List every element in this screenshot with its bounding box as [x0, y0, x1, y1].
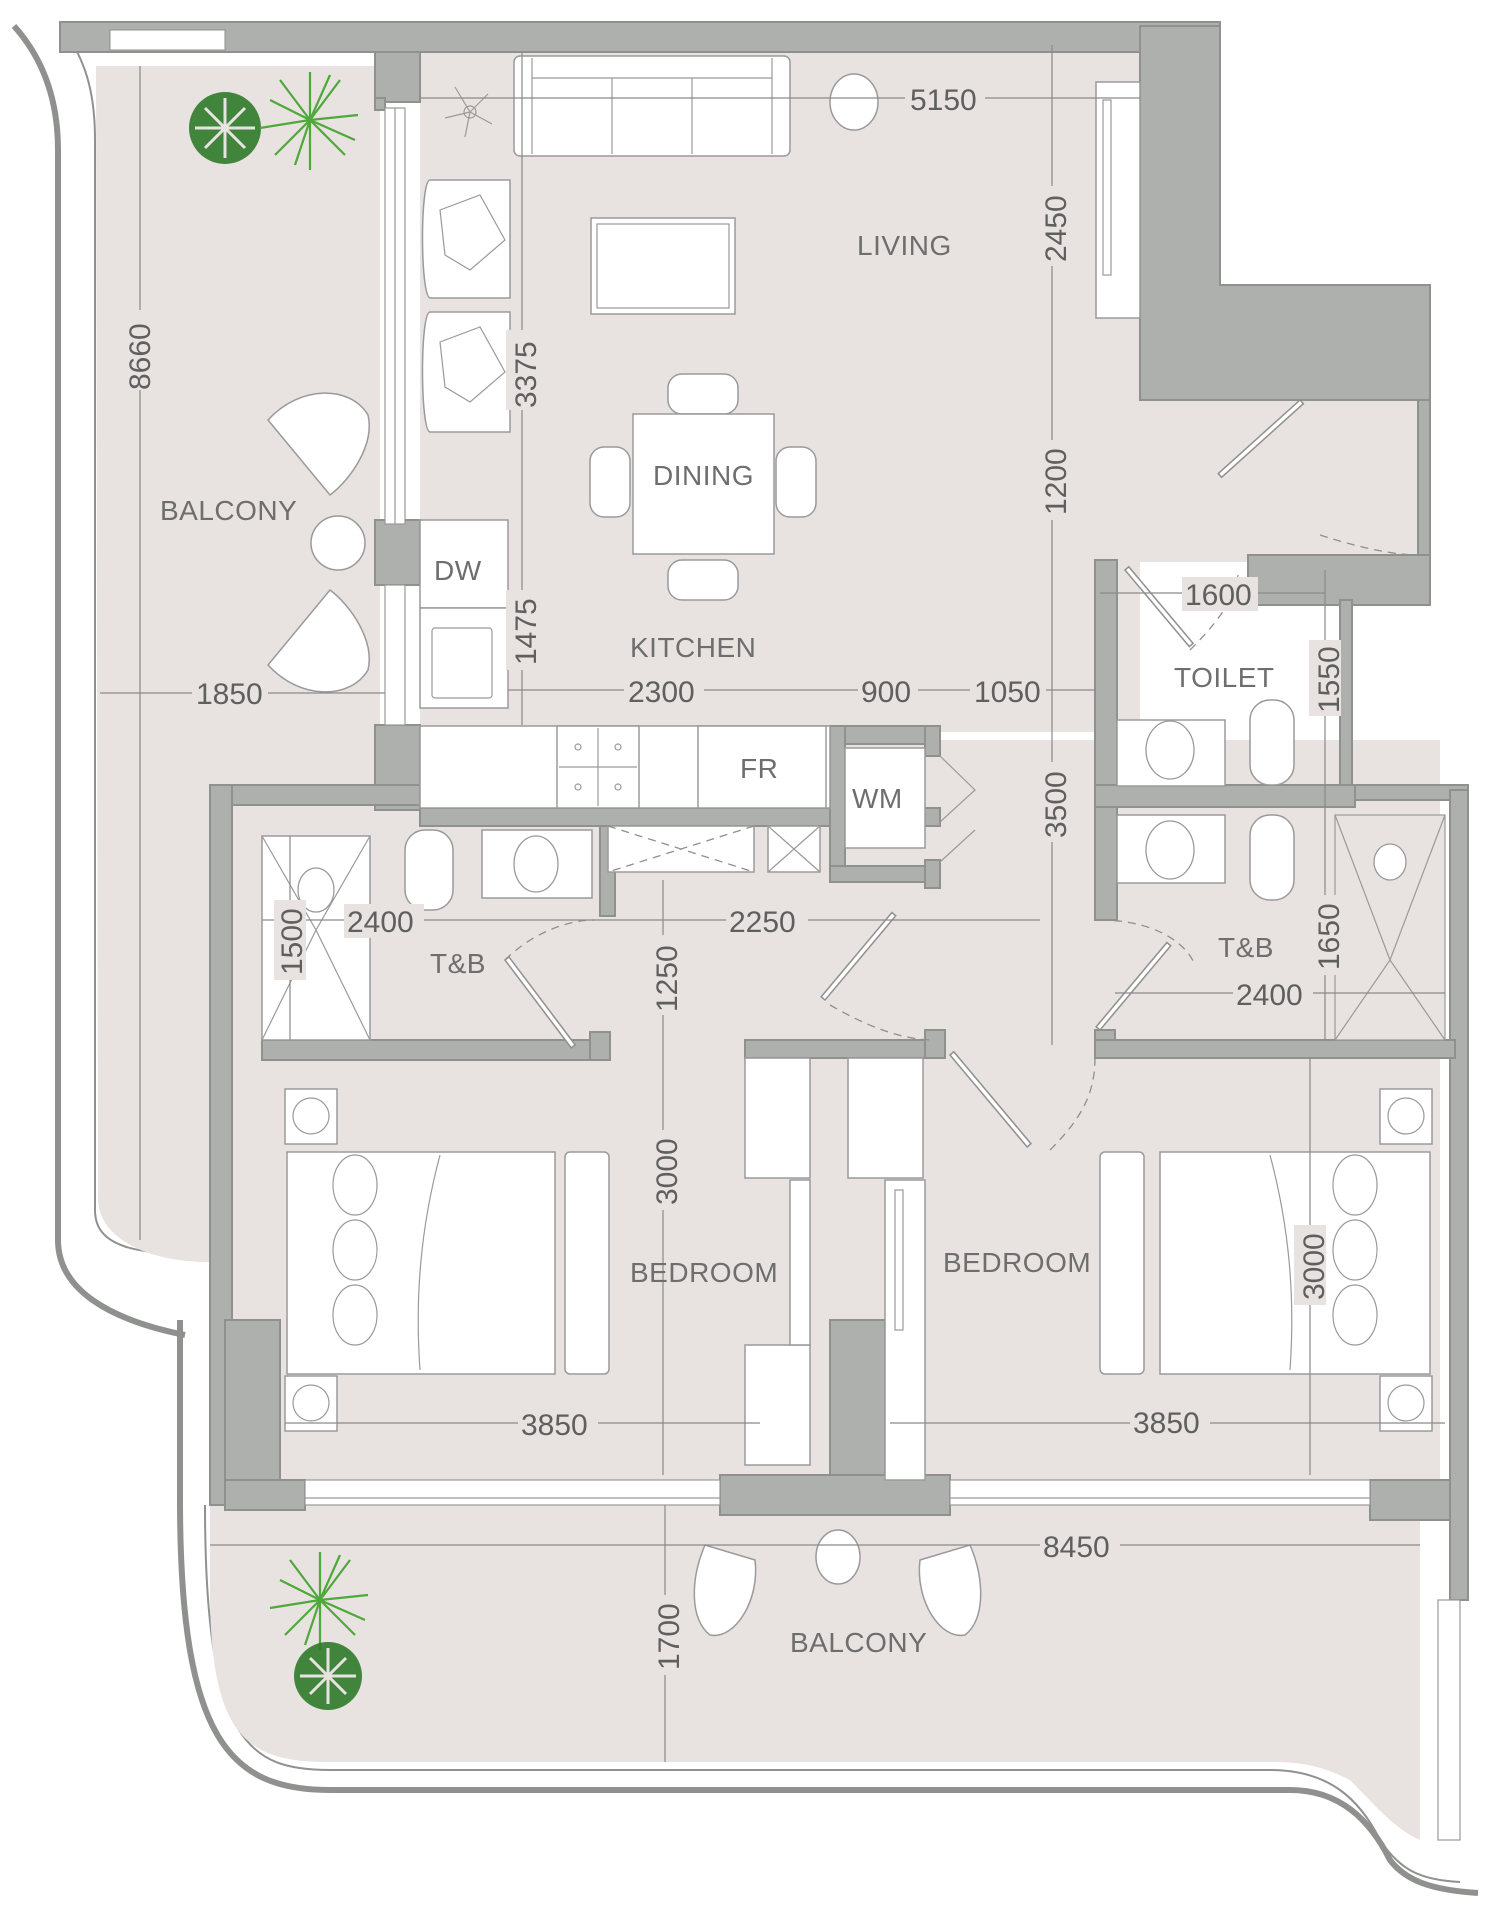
kitchen-sink: [419, 607, 509, 709]
tb-right-door: [1095, 941, 1172, 1032]
room-label-dining: DINING: [653, 460, 754, 491]
dining-chair: [667, 559, 739, 601]
armchair: [421, 179, 511, 299]
dim-living-width: 5150: [910, 84, 977, 117]
dim-kitchen-1050: 1050: [974, 676, 1041, 709]
dim-balcony-bottom-depth: 1700: [653, 1603, 686, 1670]
dim-corridor-depth: 3500: [1040, 771, 1073, 838]
coffee-table: [590, 217, 736, 315]
room-label-living: LIVING: [857, 230, 952, 261]
dishwasher-label: DW: [434, 555, 482, 586]
armchair: [421, 311, 511, 433]
room-label-kitchen: KITCHEN: [630, 632, 756, 663]
washing-machine: [844, 747, 926, 849]
fridge: [697, 725, 827, 809]
dining-table: [632, 413, 775, 555]
room-label-bedroom-right: BEDROOM: [943, 1247, 1091, 1278]
room-label-tb-left: T&B: [430, 948, 486, 979]
floor-areas: [96, 52, 1440, 1840]
washing-machine-label: WM: [852, 783, 903, 814]
wardrobe: [847, 1057, 924, 1179]
plant-icon: [294, 1642, 362, 1710]
dim-living-seating-depth: 3375: [510, 341, 543, 408]
dim-tb-right-depth: 1650: [1313, 903, 1346, 970]
bedroom-right-door: [948, 1050, 1033, 1148]
windows: [304, 107, 1461, 1841]
sofa: [513, 55, 791, 157]
dim-corridor-width: 2250: [729, 906, 796, 939]
bedroom-left-furniture: [284, 1057, 811, 1466]
wardrobe: [744, 1344, 811, 1466]
dim-kitchen-width: 2300: [628, 676, 695, 709]
toilet-door: [1123, 565, 1195, 648]
dim-hall-1200: 1200: [1040, 448, 1073, 515]
dim-toilet-width: 1600: [1185, 579, 1252, 612]
bedroom-left-door: [820, 911, 897, 1002]
wardrobe: [744, 1057, 811, 1179]
dim-bedroom-right-width: 3850: [1133, 1407, 1200, 1440]
lounge-chair: [267, 392, 370, 497]
entrance-door: [1217, 398, 1305, 479]
dim-living-depth: 2450: [1040, 195, 1073, 262]
doors: [503, 398, 1419, 1151]
toilet-bowl: [404, 829, 454, 911]
lounge-chair: [918, 1544, 982, 1637]
balcony-furniture: [267, 392, 982, 1637]
bench: [1099, 1151, 1145, 1375]
dim-kitchen-900: 900: [861, 676, 911, 709]
dim-balcony-bottom-width: 8450: [1043, 1531, 1110, 1564]
dim-tb-left-width: 2400: [347, 906, 414, 939]
toilet-bowl: [1249, 699, 1295, 786]
plant-icon: [189, 92, 261, 164]
dim-tb-left-depth: 1500: [276, 908, 309, 975]
dishwasher: [419, 519, 509, 609]
lounge-chair: [267, 588, 370, 693]
palm-icon: [259, 72, 359, 170]
dim-balcony-left-length: 8660: [124, 323, 157, 390]
dim-bedroom-right-depth: 3000: [1298, 1233, 1331, 1300]
room-label-toilet: TOILET: [1174, 662, 1275, 693]
side-table: [829, 73, 879, 131]
side-table: [815, 1529, 861, 1585]
room-label-bedroom-left: BEDROOM: [630, 1257, 778, 1288]
palm-icon: [269, 1552, 369, 1650]
kitchen-fixtures: [419, 519, 926, 873]
living-furniture: [421, 55, 1141, 433]
room-label-balcony-bottom: BALCONY: [790, 1627, 927, 1658]
dining-furniture: [589, 373, 817, 601]
dining-chair: [775, 446, 817, 518]
dim-balcony-left-width: 1850: [196, 678, 263, 711]
room-label-tb-right: T&B: [1218, 932, 1274, 963]
dim-tb-right-width: 2400: [1236, 979, 1303, 1012]
dim-kitchen-depth: 1475: [510, 598, 543, 665]
fridge-label: FR: [740, 753, 778, 784]
dim-toilet-depth: 1550: [1313, 646, 1346, 713]
toilet-bowl: [1249, 814, 1295, 901]
dim-bedroom-left-width: 3850: [521, 1409, 588, 1442]
dim-corridor-1250: 1250: [651, 945, 684, 1012]
bench: [564, 1151, 610, 1375]
side-table: [310, 515, 366, 571]
dim-bedroom-left-depth: 3000: [651, 1138, 684, 1205]
walls: [59, 21, 1469, 1601]
potted-plant-icon: [444, 86, 493, 138]
lounge-chair: [693, 1544, 757, 1637]
room-label-balcony-left: BALCONY: [160, 495, 297, 526]
dining-chair: [667, 373, 739, 415]
dining-chair: [589, 446, 631, 518]
dimension-labels: 5150 2450 8660 3375 1200 1475 1850 2300 …: [120, 80, 1346, 1675]
